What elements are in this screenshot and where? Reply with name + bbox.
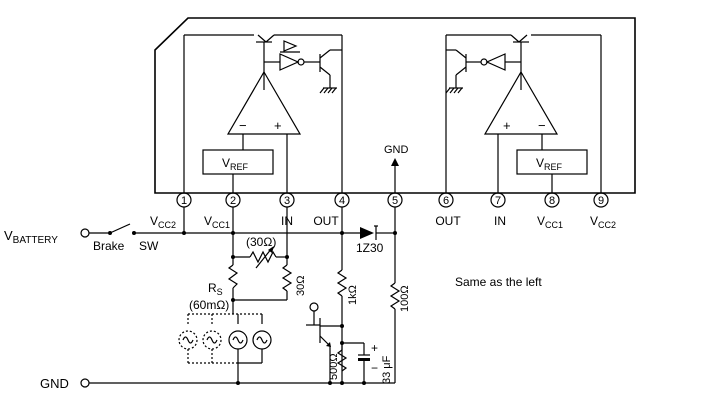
pin-9-label-sub: CC2 (598, 220, 616, 230)
rs-main: R (208, 281, 217, 295)
inverter-right (469, 53, 521, 71)
pin-9-label-main: V (590, 214, 598, 228)
vref-box-left: VREF (202, 149, 274, 193)
pin-7-number: 7 (495, 195, 501, 207)
pin-7: 7 IN (490, 192, 506, 228)
opamp-right-plus: + (503, 118, 511, 133)
zener-label: 1Z30 (356, 241, 384, 255)
pin-9: 9 VCC2 (590, 192, 616, 230)
opamp-right-minus: − (538, 118, 546, 133)
cap-minus: − (371, 361, 378, 375)
pot-30ohm: (30Ω) (231, 235, 289, 269)
pin-1-label-main: V (150, 214, 158, 228)
output-transistor-left (316, 49, 342, 94)
rs-sub: S (217, 287, 223, 297)
pin-2-number: 2 (230, 195, 236, 207)
pin-4-label: OUT (313, 214, 339, 228)
pin-6-label: OUT (435, 214, 461, 228)
pin-2-label-main: V (204, 214, 212, 228)
cap-label: 33 μF (381, 355, 393, 384)
sw-label: SW (139, 239, 159, 253)
opamp-left: − + (226, 70, 302, 193)
rs-value: (60mΩ) (189, 298, 229, 312)
vref-right-sub: REF (544, 162, 563, 172)
pin-3-number: 3 (284, 195, 290, 207)
output-transistor-right (445, 49, 469, 94)
opamp-right: + − (483, 70, 559, 193)
capacitor-33uf: + − 33 μF (340, 341, 393, 384)
pin-6: 6 OUT (435, 192, 461, 228)
resistor-100ohm: 100Ω (389, 282, 411, 383)
resistor-30ohm-label: 30Ω (295, 276, 307, 296)
pin-8-number: 8 (549, 195, 555, 207)
pot-label: (30Ω) (246, 235, 276, 249)
opamp-left-minus: − (239, 118, 247, 133)
vbattery-main: V (4, 228, 13, 243)
battery-terminal: VBATTERY Brake SW (4, 223, 159, 253)
svg-text:VCC1: VCC1 (537, 214, 563, 230)
pin-7-label: IN (494, 214, 506, 228)
vref-box-right: VREF (516, 149, 588, 193)
gnd-top-label: GND (384, 144, 409, 156)
same-as-left-note: Same as the left (455, 275, 542, 289)
vref-right-main: V (536, 156, 544, 170)
opamp-left-plus: + (274, 118, 282, 133)
right-channel: + − VREF (445, 34, 602, 193)
diode-left (280, 40, 300, 53)
resistor-1k-label: 1kΩ (347, 285, 359, 305)
svg-text:VCC1: VCC1 (204, 214, 230, 230)
resistor-1k: 1kΩ (336, 207, 359, 383)
pin-8: 8 VCC1 (537, 192, 563, 230)
pin-4: 4 OUT (313, 192, 350, 228)
pin-2: 2 VCC1 (204, 192, 241, 230)
cap-plus: + (371, 341, 378, 355)
vbattery-sub: BATTERY (13, 235, 59, 246)
pin-1: 1 VCC2 (150, 192, 192, 230)
left-channel: − + VREF (183, 34, 343, 193)
svg-text:RS: RS (208, 281, 223, 297)
pin-9-number: 9 (598, 195, 604, 207)
svg-text:VBATTERY: VBATTERY (4, 228, 58, 246)
pin-2-label-sub: CC1 (212, 220, 230, 230)
svg-text:VREF: VREF (222, 156, 249, 172)
svg-text:VCC2: VCC2 (150, 214, 176, 230)
gnd-bottom-label: GND (40, 376, 69, 391)
pin-4-number: 4 (339, 195, 345, 207)
zener-diode: 1Z30 (356, 225, 384, 255)
resistor-500ohm-label: 500Ω (328, 353, 340, 380)
gnd-arrow-top: GND (384, 144, 409, 193)
lamp-bank (178, 312, 272, 383)
resistor-100ohm-label: 100Ω (399, 285, 411, 312)
sense-resistor: RS (60mΩ) (189, 257, 239, 312)
pin-8-label-main: V (537, 214, 545, 228)
resistor-30ohm: 30Ω (281, 264, 307, 300)
vref-left-sub: REF (230, 162, 249, 172)
pin-6-number: 6 (443, 195, 449, 207)
driver-transistor-right (446, 34, 529, 90)
inverter-left (264, 53, 316, 71)
pin-row: 1 VCC2 2 VCC1 3 IN 4 OUT 5 6 OUT (150, 192, 616, 230)
brake-label: Brake (93, 239, 125, 253)
pin-8-label-sub: CC1 (545, 220, 563, 230)
svg-text:VREF: VREF (536, 156, 563, 172)
ground-rail: GND (40, 376, 395, 391)
external-transistor (306, 302, 344, 383)
driver-transistor-left (256, 34, 342, 90)
pin-5-number: 5 (392, 195, 398, 207)
resistor-500ohm: 500Ω (328, 343, 348, 380)
pin-5: 5 (387, 192, 403, 208)
svg-text:VCC2: VCC2 (590, 214, 616, 230)
pin-1-number: 1 (181, 195, 187, 207)
pin-1-label-sub: CC2 (158, 220, 176, 230)
vref-left-main: V (222, 156, 230, 170)
